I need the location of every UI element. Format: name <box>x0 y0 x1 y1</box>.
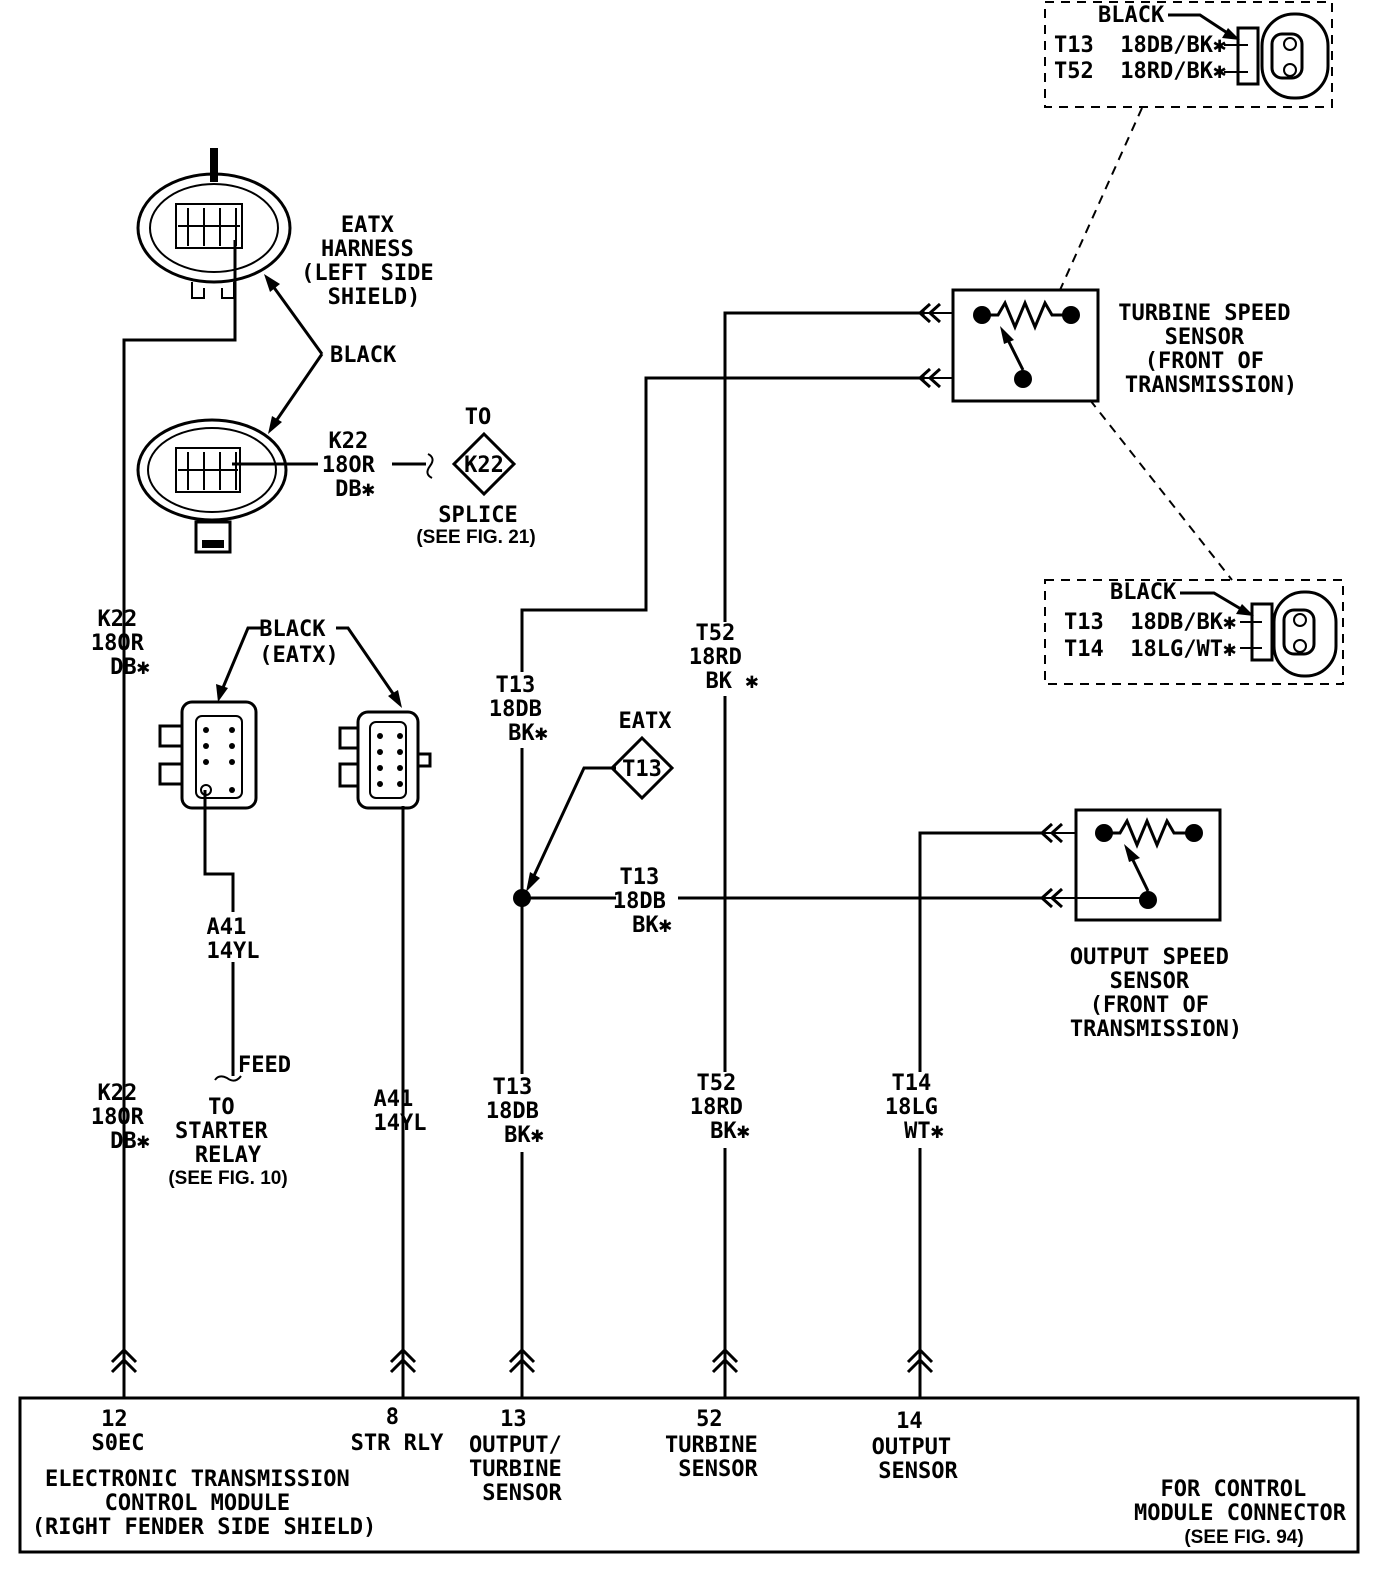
wire-break-feed <box>214 1075 242 1082</box>
mid-right-connector-line-1: T13 18DB/BK✱ <box>1064 610 1236 635</box>
module-connector-chevrons <box>110 1347 934 1374</box>
t13-upper-label: T13 18DB BK✱ <box>489 673 555 746</box>
output-speed-sensor-icon <box>1039 808 1222 922</box>
control-module-connector-note: FOR CONTROL MODULE CONNECTOR <box>1134 1477 1347 1526</box>
k22-splice-diamond-icon <box>451 431 517 497</box>
turbine-speed-sensor-icon <box>917 288 1100 403</box>
dash-leader-top <box>1059 107 1143 291</box>
relay-connector-right-icon <box>338 710 432 810</box>
black-eatx-arrow-right <box>336 626 398 699</box>
top-right-connector-box <box>1044 1 1333 108</box>
black-eatx-arrow-right-head <box>388 690 402 708</box>
eatx-harness-label: EATX HARNESS (LEFT SIDE SHIELD) <box>301 213 447 310</box>
k22-splice-diamond-label: K22 <box>464 453 504 478</box>
black-eatx-label: BLACK (EATX) <box>259 617 338 668</box>
t14-lower-label: T14 18LG WT✱ <box>885 1071 951 1144</box>
eatx-harness-color: BLACK <box>330 343 397 368</box>
wire-t52 <box>723 311 925 622</box>
starter-relay-label: TO STARTER RELAY <box>175 1095 281 1168</box>
black-arrow-lower <box>272 353 324 425</box>
k22-splice-wire-label: K22 18OR DB✱ <box>322 429 388 502</box>
black-arrow-lower-head <box>268 416 282 434</box>
a41-lower-label: A41 14YL <box>374 1087 427 1136</box>
eatx-harness-connector-icon <box>136 148 292 299</box>
eatx-lower-connector-icon <box>136 418 288 554</box>
module-pin-13: 13 OUTPUT/ TURBINE SENSOR <box>469 1407 575 1506</box>
relay-connector-left-icon <box>158 700 258 810</box>
control-module-box <box>18 1396 1360 1554</box>
t13-mid-label: T13 18DB BK✱ <box>613 865 679 938</box>
mid-right-connector-line-2: T14 18LG/WT✱ <box>1064 637 1236 662</box>
output-speed-sensor-label: OUTPUT SPEED SENSOR (FRONT OF TRANSMISSI… <box>1070 945 1242 1042</box>
splice-dot <box>513 889 531 907</box>
mid-right-connector-box <box>1044 579 1344 685</box>
eatx-t13-leader <box>530 766 616 881</box>
starter-relay-see-fig: (SEE FIG. 10) <box>168 1168 287 1189</box>
eatx-t13-diamond-label: T13 <box>622 757 662 782</box>
black-eatx-arrow-left-head <box>216 684 228 702</box>
wire-k22 <box>122 240 237 1398</box>
wires <box>122 240 1044 1398</box>
k22-splice-see-fig: (SEE FIG. 21) <box>416 527 535 548</box>
top-right-connector-line-2: T52 18RD/BK✱ <box>1054 59 1226 84</box>
eatx-t13-diamond-icon <box>609 735 675 801</box>
top-right-connector-line-1: T13 18DB/BK✱ <box>1054 33 1226 58</box>
t52-upper-label: T52 18RD BK ✱ <box>689 621 759 694</box>
eatx-t13-arrow <box>526 872 540 892</box>
t13-lower-label: T13 18DB BK✱ <box>486 1075 552 1148</box>
module-pin-14: 14 OUTPUT SENSOR <box>872 1409 965 1484</box>
feed-label: FEED <box>238 1053 291 1078</box>
module-pin-12: 12 S0EC <box>92 1407 145 1456</box>
k22-lower-label: K22 18OR DB✱ <box>91 1081 157 1154</box>
wire-a41-feed <box>203 790 235 912</box>
black-arrow-upper <box>268 281 324 355</box>
t52-lower-label: T52 18RD BK✱ <box>690 1071 756 1144</box>
k22-splice-to: TO <box>465 405 492 430</box>
control-module-see-fig: (SEE FIG. 94) <box>1184 1527 1303 1548</box>
dash-leader-bottom <box>1089 399 1233 581</box>
eatx-t13-label: EATX <box>619 709 672 734</box>
wire-t13 <box>520 376 925 672</box>
mid-right-connector-color: BLACK <box>1110 580 1177 605</box>
black-eatx-arrow-left <box>220 626 262 691</box>
k22-splice-label: SPLICE <box>438 503 517 528</box>
wire-break-k22 <box>426 453 434 479</box>
module-pin-8: 8 STR RLY <box>351 1405 444 1456</box>
control-module-title: ELECTRONIC TRANSMISSION CONTROL MODULE (… <box>32 1467 376 1540</box>
module-pin-52: 52 TURBINE SENSOR <box>665 1407 771 1482</box>
top-right-connector-color: BLACK <box>1098 3 1165 28</box>
k22-upper-label: K22 18OR DB✱ <box>91 607 157 680</box>
turbine-speed-sensor-label: TURBINE SPEED SENSOR (FRONT OF TRANSMISS… <box>1118 301 1303 398</box>
a41-feed-label: A41 14YL <box>207 915 260 964</box>
wire-t14 <box>918 831 1044 1072</box>
black-arrow-upper-head <box>264 274 280 292</box>
